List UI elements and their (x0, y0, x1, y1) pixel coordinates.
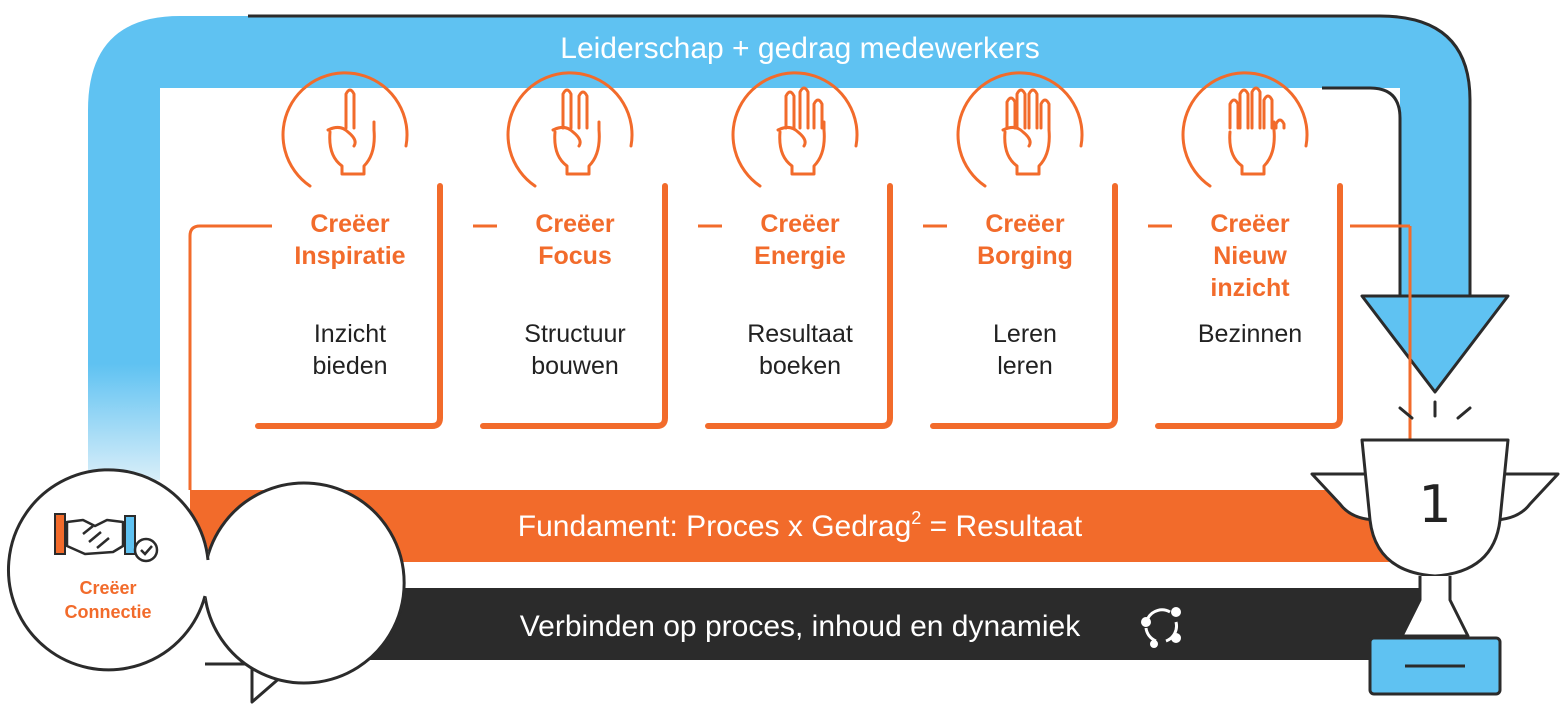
step-desc-line1: Resultaat (747, 320, 853, 348)
step-arc (1181, 71, 1309, 188)
step-title-line1: Creëer (760, 210, 839, 238)
foundation-label: Fundament: Proces x Gedrag2 = Resultaat (518, 508, 1083, 543)
hand-1-fingers-icon (326, 88, 376, 176)
bottom-band: Verbinden op proces, inhoud en dynamiek (205, 558, 1425, 704)
connection-line2: Connectie (64, 602, 151, 622)
step-arc (956, 71, 1084, 188)
top-loop-label: Leiderschap + gedrag medewerkers (560, 32, 1039, 65)
bottom-band-label: Verbinden op proces, inhoud en dynamiek (520, 610, 1081, 643)
step-desc-line2: bouwen (531, 352, 619, 380)
hand-5-fingers-icon (1228, 86, 1286, 176)
step-title-line1: Creëer (535, 210, 614, 238)
cycle-icon (1141, 607, 1181, 648)
step-title-line1: Creëer (985, 210, 1064, 238)
step-title-line2: Borging (977, 242, 1073, 270)
down-arrow (1360, 294, 1510, 394)
hand-2-fingers-icon (551, 88, 601, 176)
step-title-line1: Creëer (310, 210, 389, 238)
hand-4-fingers-icon (1001, 88, 1051, 176)
trophy-number: 1 (1418, 475, 1451, 535)
step-title-line1: Creëer (1210, 210, 1289, 238)
blue-loop-outline (248, 14, 1472, 300)
step-desc-line1: Structuur (524, 320, 625, 348)
step-desc-line2: leren (997, 352, 1053, 380)
step-desc-line2: boeken (759, 352, 841, 380)
connection-line1: Creëer (79, 578, 136, 598)
step-arc (281, 71, 409, 188)
step-title-line2: Inspiratie (294, 242, 405, 270)
top-loop: Leiderschap + gedrag medewerkers (88, 14, 1510, 480)
step-desc-line1: Inzicht (314, 320, 386, 348)
hand-3-fingers-icon (776, 86, 826, 176)
blue-loop-band (88, 16, 1470, 480)
connection-badge: Creëer Connectie (6, 468, 406, 685)
blue-loop-inner-outline (1322, 86, 1402, 300)
step-title-line2: Nieuw (1213, 242, 1287, 270)
step-title-line2: Focus (538, 242, 612, 270)
handshake-check-icon (54, 513, 159, 563)
trophy-icon: 1 (1310, 400, 1560, 696)
steps-bracket (188, 224, 1412, 490)
step-title-line2: Energie (754, 242, 846, 270)
step-desc-line1: Bezinnen (1198, 320, 1302, 348)
step-arc (731, 71, 859, 188)
step-desc-line2: bieden (312, 352, 387, 380)
step-title-line3: inzicht (1210, 274, 1290, 302)
step-arc (506, 71, 634, 188)
step-desc-line1: Leren (993, 320, 1057, 348)
